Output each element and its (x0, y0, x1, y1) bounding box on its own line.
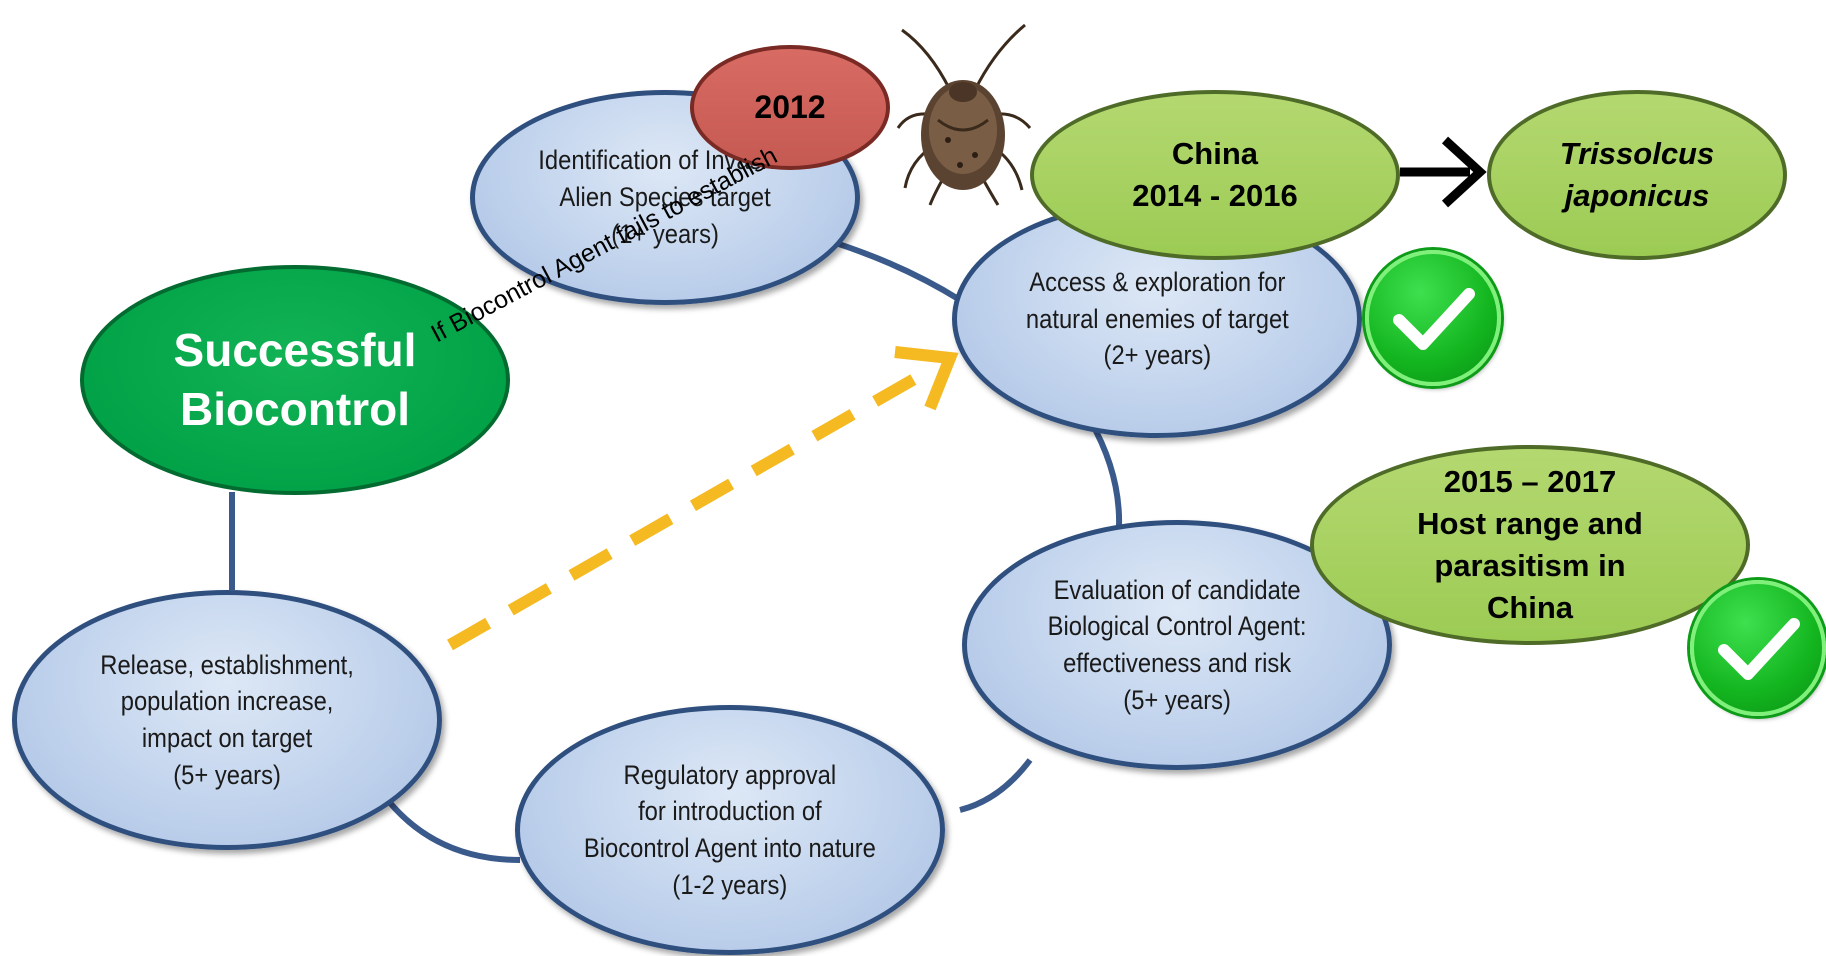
node-evaluation-label: Evaluation of candidate Biological Contr… (1047, 574, 1307, 715)
node-release: Release, establishment, population incre… (12, 590, 442, 850)
node-regulatory-label: Regulatory approval for introduction of … (584, 759, 876, 900)
cycle-connector (377, 788, 521, 863)
dashed-arrow (447, 364, 933, 651)
arrow-right-icon (1441, 136, 1487, 208)
stink-bug-icon (896, 23, 1032, 206)
checkmark-icon (1365, 250, 1501, 386)
dashed-arrow-head (894, 346, 959, 411)
checkmark-glyph (1393, 288, 1475, 350)
checkmark-icon (1690, 580, 1826, 716)
callout-trissolcus-label: Trissolcus japonicus (1559, 136, 1715, 213)
callout-china-exploration: China 2014 - 2016 (1030, 90, 1400, 260)
success-label: Successful Biocontrol (173, 324, 417, 435)
callout-trissolcus: Trissolcus japonicus (1487, 90, 1787, 260)
callout-china-label: China 2014 - 2016 (1132, 136, 1298, 213)
node-identification-label: Identification of Invasive Alien Species… (538, 145, 792, 249)
node-access-label: Access & exploration for natural enemies… (1025, 266, 1289, 371)
node-regulatory-approval: Regulatory approval for introduction of … (515, 705, 945, 955)
checkmark-glyph (1718, 618, 1800, 680)
callout-host-range: 2015 – 2017 Host range and parasitism in… (1310, 445, 1750, 645)
cycle-connector (959, 758, 1033, 813)
node-identification: Identification of Invasive Alien Species… (470, 90, 860, 305)
node-successful-biocontrol: Successful Biocontrol (80, 265, 510, 495)
callout-host-range-label: 2015 – 2017 Host range and parasitism in… (1417, 464, 1643, 625)
node-release-label: Release, establishment, population incre… (100, 649, 354, 790)
callout-2012: 2012 (690, 45, 890, 170)
callout-2012-label: 2012 (754, 89, 826, 125)
